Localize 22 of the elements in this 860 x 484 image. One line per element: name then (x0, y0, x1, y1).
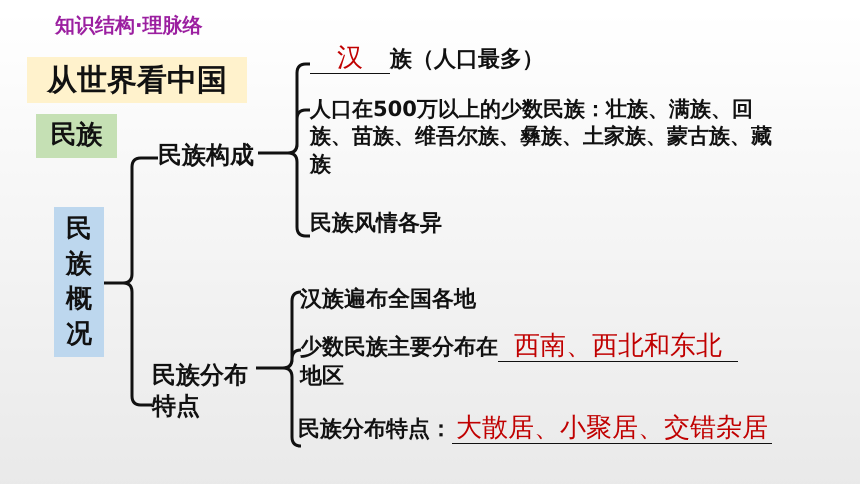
node-text: 民族构成 (158, 141, 254, 169)
category-text: 民族 (50, 119, 102, 152)
heading-text: 知识结构·理脉络 (55, 12, 203, 39)
node-text: 人口在500万以上的少数民族：壮族、满族、回族、苗族、维吾尔族、彝族、土家族、蒙古族、藏族 (310, 97, 772, 176)
fill-in-answer: 汉 (310, 44, 390, 74)
fill-in-answer: 大散居、小聚居、交错杂居 (452, 414, 772, 444)
fill-in-answer: 西南、西北和东北 (498, 332, 738, 362)
node-text: 族（人口最多） (390, 47, 544, 72)
node-text: 民族分布特点 (152, 361, 248, 420)
topic-box (54, 207, 104, 357)
node-text: 地区 (300, 362, 345, 391)
node-text: 少数民族主要分布在 (300, 335, 498, 360)
node-text: 汉族遍布全国各地 (300, 287, 476, 312)
node-text: 民族风情各异 (310, 211, 442, 236)
banner-text: 从世界看中国 (47, 62, 227, 100)
topic-text: 民族概况 (66, 212, 92, 352)
banner-box (27, 57, 247, 103)
brace-connector (104, 282, 152, 406)
brace-connector (256, 366, 302, 448)
category-box (36, 114, 117, 158)
node-text: 民族分布特点： (298, 417, 452, 442)
brace-connector (258, 152, 310, 238)
